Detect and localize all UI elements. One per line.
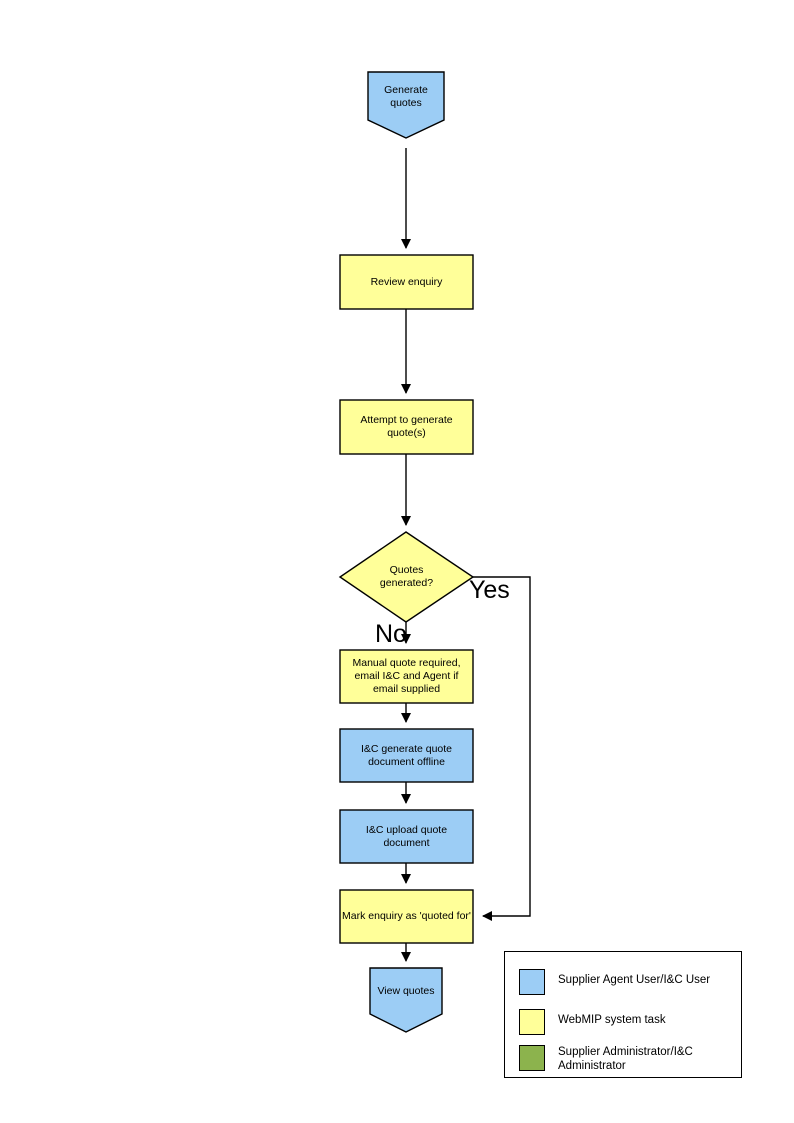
node-generate-quotes[interactable] [367, 71, 445, 139]
legend-item-user-task: Supplier Agent User/I&C User [519, 969, 710, 995]
legend-label-admin-task: Supplier Administrator/I&C Administrator [558, 1046, 693, 1072]
edge-decision-yes-to-mark [473, 576, 531, 921]
legend-label-system-task: WebMIP system task [558, 1014, 666, 1026]
node-ic-upload-quote-document[interactable] [339, 809, 474, 864]
legend-item-admin-task: Supplier Administrator/I&C Administrator [519, 1045, 693, 1073]
node-review-enquiry[interactable] [339, 254, 474, 310]
node-ic-generate-quote-document-offline[interactable] [339, 728, 474, 783]
legend-label-user-task: Supplier Agent User/I&C User [558, 974, 711, 986]
legend-item-system-task: WebMIP system task [519, 1009, 666, 1035]
node-view-quotes[interactable] [369, 967, 443, 1033]
node-quotes-generated-decision[interactable] [338, 531, 475, 623]
legend-swatch-system-task [519, 1009, 545, 1035]
node-mark-enquiry-quoted-for[interactable] [339, 889, 474, 944]
legend-swatch-user-task [519, 969, 545, 995]
edge-label-no: No [375, 620, 407, 648]
edge-label-yes: Yes [469, 576, 510, 604]
node-manual-quote-required[interactable] [339, 649, 474, 704]
legend: Supplier Agent User/I&C User WebMIP syst… [504, 951, 742, 1078]
legend-swatch-admin-task [519, 1045, 545, 1071]
node-attempt-to-generate-quotes[interactable] [339, 399, 474, 455]
